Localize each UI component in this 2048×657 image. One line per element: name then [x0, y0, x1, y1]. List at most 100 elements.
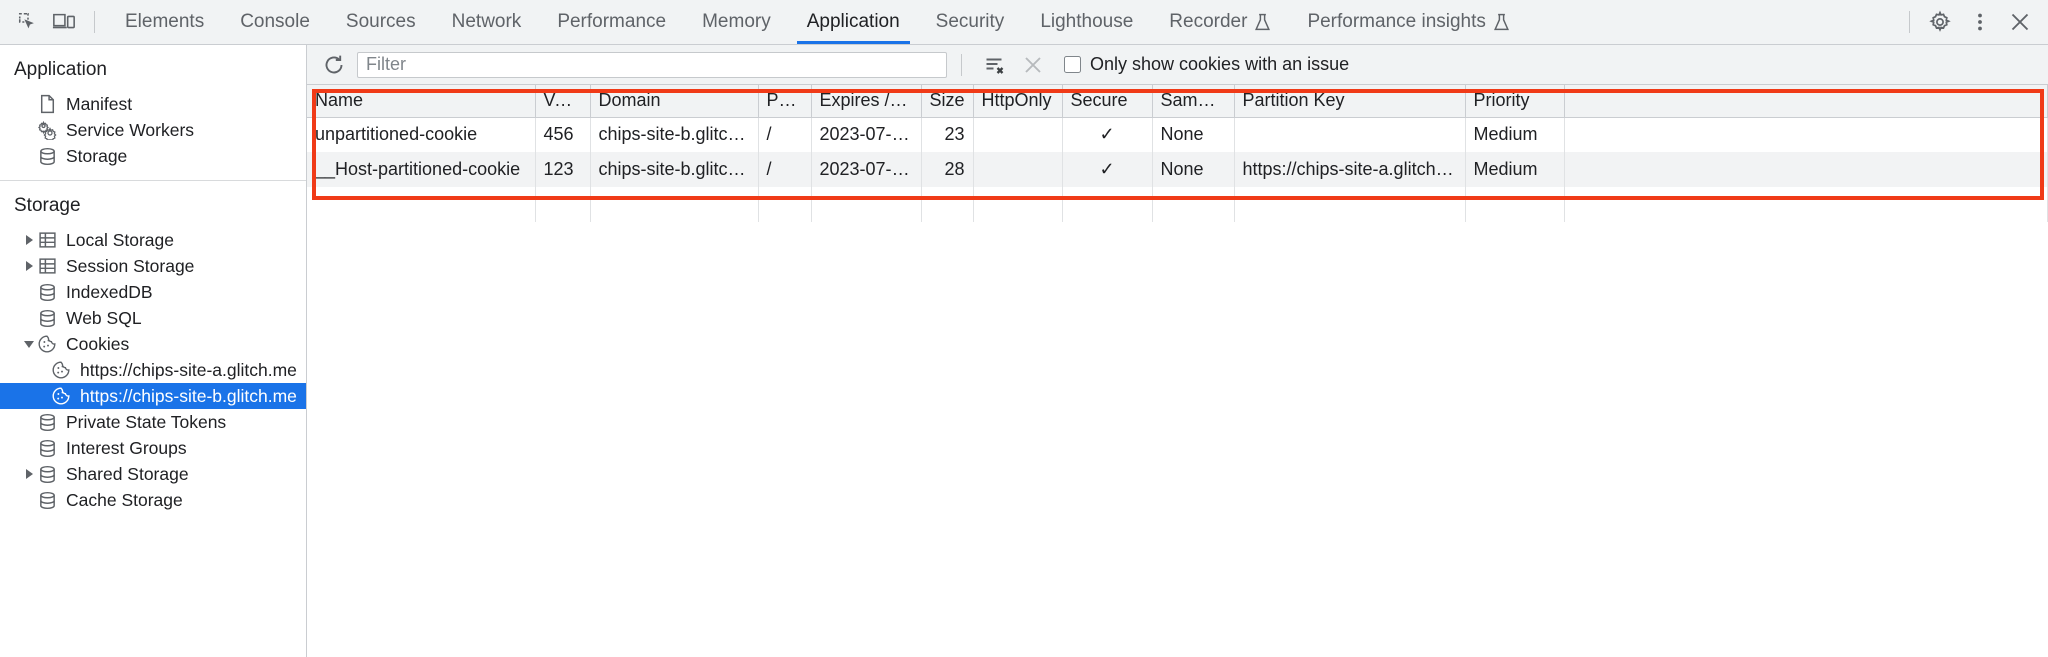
chevron-down-icon[interactable]: [22, 337, 36, 351]
column-header-httponly[interactable]: HttpOnly: [973, 85, 1063, 118]
sidebar-item-label: Shared Storage: [66, 463, 189, 484]
sidebar-item-web-sql[interactable]: Web SQL: [0, 305, 306, 331]
tab-sources[interactable]: Sources: [328, 0, 434, 44]
chevron-right-icon[interactable]: [22, 467, 36, 481]
sidebar-item-label: https://chips-site-b.glitch.me: [80, 385, 297, 406]
cell-domain: chips-site-b.glitch.me: [590, 117, 759, 152]
database-icon: [36, 308, 58, 328]
twisty-placeholder: [22, 149, 36, 163]
refresh-icon[interactable]: [317, 51, 351, 79]
toolbar-divider: [94, 11, 95, 33]
clear-all-cookies-icon[interactable]: [1014, 50, 1052, 80]
twisty-placeholder: [22, 493, 36, 507]
inspect-element-icon[interactable]: [10, 7, 46, 37]
tab-lighthouse[interactable]: Lighthouse: [1022, 0, 1151, 44]
sidebar-item-shared-storage[interactable]: Shared Storage: [0, 461, 306, 487]
twisty-placeholder: [22, 285, 36, 299]
cookies-panel: Filter Only show cookies with an: [307, 45, 2048, 657]
cookies-table-header: Name Value Domain Path Expires / M… Size…: [307, 85, 2048, 118]
tab-security[interactable]: Security: [918, 0, 1023, 44]
sidebar-item-storage[interactable]: Storage: [0, 143, 306, 169]
only-show-issues-checkbox[interactable]: Only show cookies with an issue: [1064, 54, 1349, 75]
cookies-filter-toolbar: Filter Only show cookies with an: [307, 45, 2048, 85]
cell-spacer: [1564, 152, 2048, 187]
cell-path: /: [758, 117, 812, 152]
sidebar-item-cache-storage[interactable]: Cache Storage: [0, 487, 306, 513]
filter-input[interactable]: Filter: [357, 51, 947, 78]
tab-label: Memory: [702, 11, 771, 32]
table-row[interactable]: unpartitioned-cookie 456 chips-site-b.gl…: [307, 117, 2048, 152]
cell-priority: Medium: [1465, 117, 1565, 152]
checkbox-box[interactable]: [1064, 56, 1081, 73]
cell-value: 456: [535, 117, 591, 152]
devtools-main-toolbar: Elements Console Sources Network Perform…: [0, 0, 2048, 45]
sidebar-item-cookie-origin-a[interactable]: https://chips-site-a.glitch.me: [0, 357, 306, 383]
sidebar-item-label: Interest Groups: [66, 437, 187, 458]
sidebar-item-interest-groups[interactable]: Interest Groups: [0, 435, 306, 461]
cookie-icon: [50, 386, 72, 406]
filterbar-divider: [961, 53, 962, 76]
database-icon: [36, 282, 58, 302]
cookie-icon: [50, 360, 72, 380]
close-icon[interactable]: [2000, 5, 2040, 39]
column-header-value[interactable]: Value: [535, 85, 591, 118]
column-header-name[interactable]: Name: [307, 85, 536, 118]
cell-expires: 2023-07-07…: [811, 152, 922, 187]
panel-tabs: Elements Console Sources Network Perform…: [107, 0, 1528, 44]
filter-placeholder: Filter: [366, 54, 406, 74]
sidebar-application-tree: Manifest Service Workers: [0, 91, 306, 171]
cell-samesite: None: [1152, 152, 1235, 187]
clear-filtered-cookies-icon[interactable]: [976, 50, 1014, 80]
table-row[interactable]: __Host-partitioned-cookie 123 chips-site…: [307, 152, 2048, 187]
cell-path: /: [758, 152, 812, 187]
cell-value: 123: [535, 152, 591, 187]
sidebar-item-cookies[interactable]: Cookies: [0, 331, 306, 357]
column-header-partition-key[interactable]: Partition Key: [1234, 85, 1466, 118]
sidebar-item-manifest[interactable]: Manifest: [0, 91, 306, 117]
cookies-grid-container: Name Value Domain Path Expires / M… Size…: [307, 85, 2048, 657]
sidebar-item-label: Session Storage: [66, 255, 195, 276]
sidebar-item-label: Cache Storage: [66, 489, 183, 510]
column-header-expires[interactable]: Expires / M…: [811, 85, 922, 118]
column-header-path[interactable]: Path: [758, 85, 812, 118]
sidebar-item-session-storage[interactable]: Session Storage: [0, 253, 306, 279]
sidebar-item-local-storage[interactable]: Local Storage: [0, 227, 306, 253]
tab-label: Elements: [125, 11, 205, 32]
cell-name: unpartitioned-cookie: [307, 117, 536, 152]
sidebar-item-private-state-tokens[interactable]: Private State Tokens: [0, 409, 306, 435]
sidebar-item-cookie-origin-b[interactable]: https://chips-site-b.glitch.me: [0, 383, 306, 409]
tab-memory[interactable]: Memory: [684, 0, 789, 44]
tab-network[interactable]: Network: [434, 0, 540, 44]
tab-recorder[interactable]: Recorder: [1151, 0, 1289, 44]
cell-domain: chips-site-b.glitch.me: [590, 152, 759, 187]
chevron-right-icon[interactable]: [22, 233, 36, 247]
experiment-flask-icon: [1254, 13, 1271, 32]
column-header-samesite[interactable]: SameSite: [1152, 85, 1235, 118]
tab-performance[interactable]: Performance: [539, 0, 684, 44]
tab-label: Recorder: [1169, 11, 1248, 32]
column-header-secure[interactable]: Secure: [1062, 85, 1153, 118]
sidebar-item-service-workers[interactable]: Service Workers: [0, 117, 306, 143]
cell-httponly: [973, 117, 1063, 152]
sidebar-section-application-title: Application: [14, 59, 107, 80]
more-vertical-icon[interactable]: [1960, 5, 2000, 39]
column-header-domain[interactable]: Domain: [590, 85, 759, 118]
chevron-right-icon[interactable]: [22, 259, 36, 273]
tab-application[interactable]: Application: [789, 0, 918, 44]
tab-elements[interactable]: Elements: [107, 0, 222, 44]
sidebar-item-indexeddb[interactable]: IndexedDB: [0, 279, 306, 305]
tab-label: Network: [451, 11, 522, 32]
column-header-size[interactable]: Size: [921, 85, 974, 118]
database-icon: [36, 490, 58, 510]
column-header-priority[interactable]: Priority: [1465, 85, 1565, 118]
tab-console[interactable]: Console: [222, 0, 328, 44]
cell-httponly: [973, 152, 1063, 187]
device-toolbar-icon[interactable]: [46, 7, 82, 37]
table-icon: [36, 256, 58, 276]
cell-samesite: None: [1152, 117, 1235, 152]
gear-icon[interactable]: [1920, 5, 1960, 39]
twisty-placeholder: [22, 123, 36, 137]
table-empty-filler: [307, 187, 2048, 222]
tab-performance-insights[interactable]: Performance insights: [1289, 0, 1527, 44]
sidebar-item-label: Manifest: [66, 93, 133, 114]
